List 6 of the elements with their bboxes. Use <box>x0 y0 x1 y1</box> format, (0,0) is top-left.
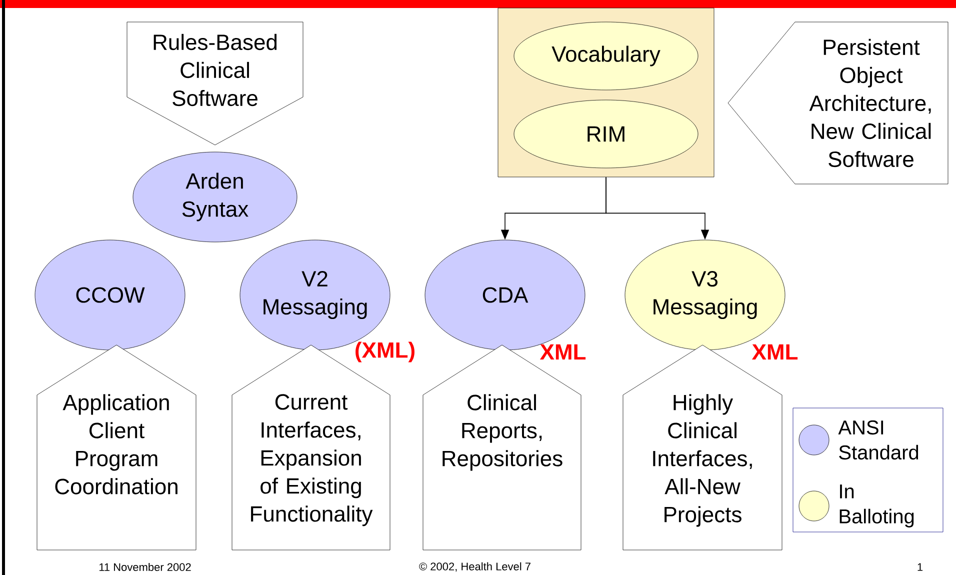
footer-text: 11 November 2002 <box>99 562 191 572</box>
footer-text: 1 <box>918 563 923 571</box>
house-box: Application Client Program Coordination <box>36 344 196 550</box>
legend-text: In Balloting <box>840 484 914 528</box>
footer-text: © 2002, Health Level 7 <box>419 562 530 572</box>
legend-text: ANSI Standard <box>838 420 918 460</box>
